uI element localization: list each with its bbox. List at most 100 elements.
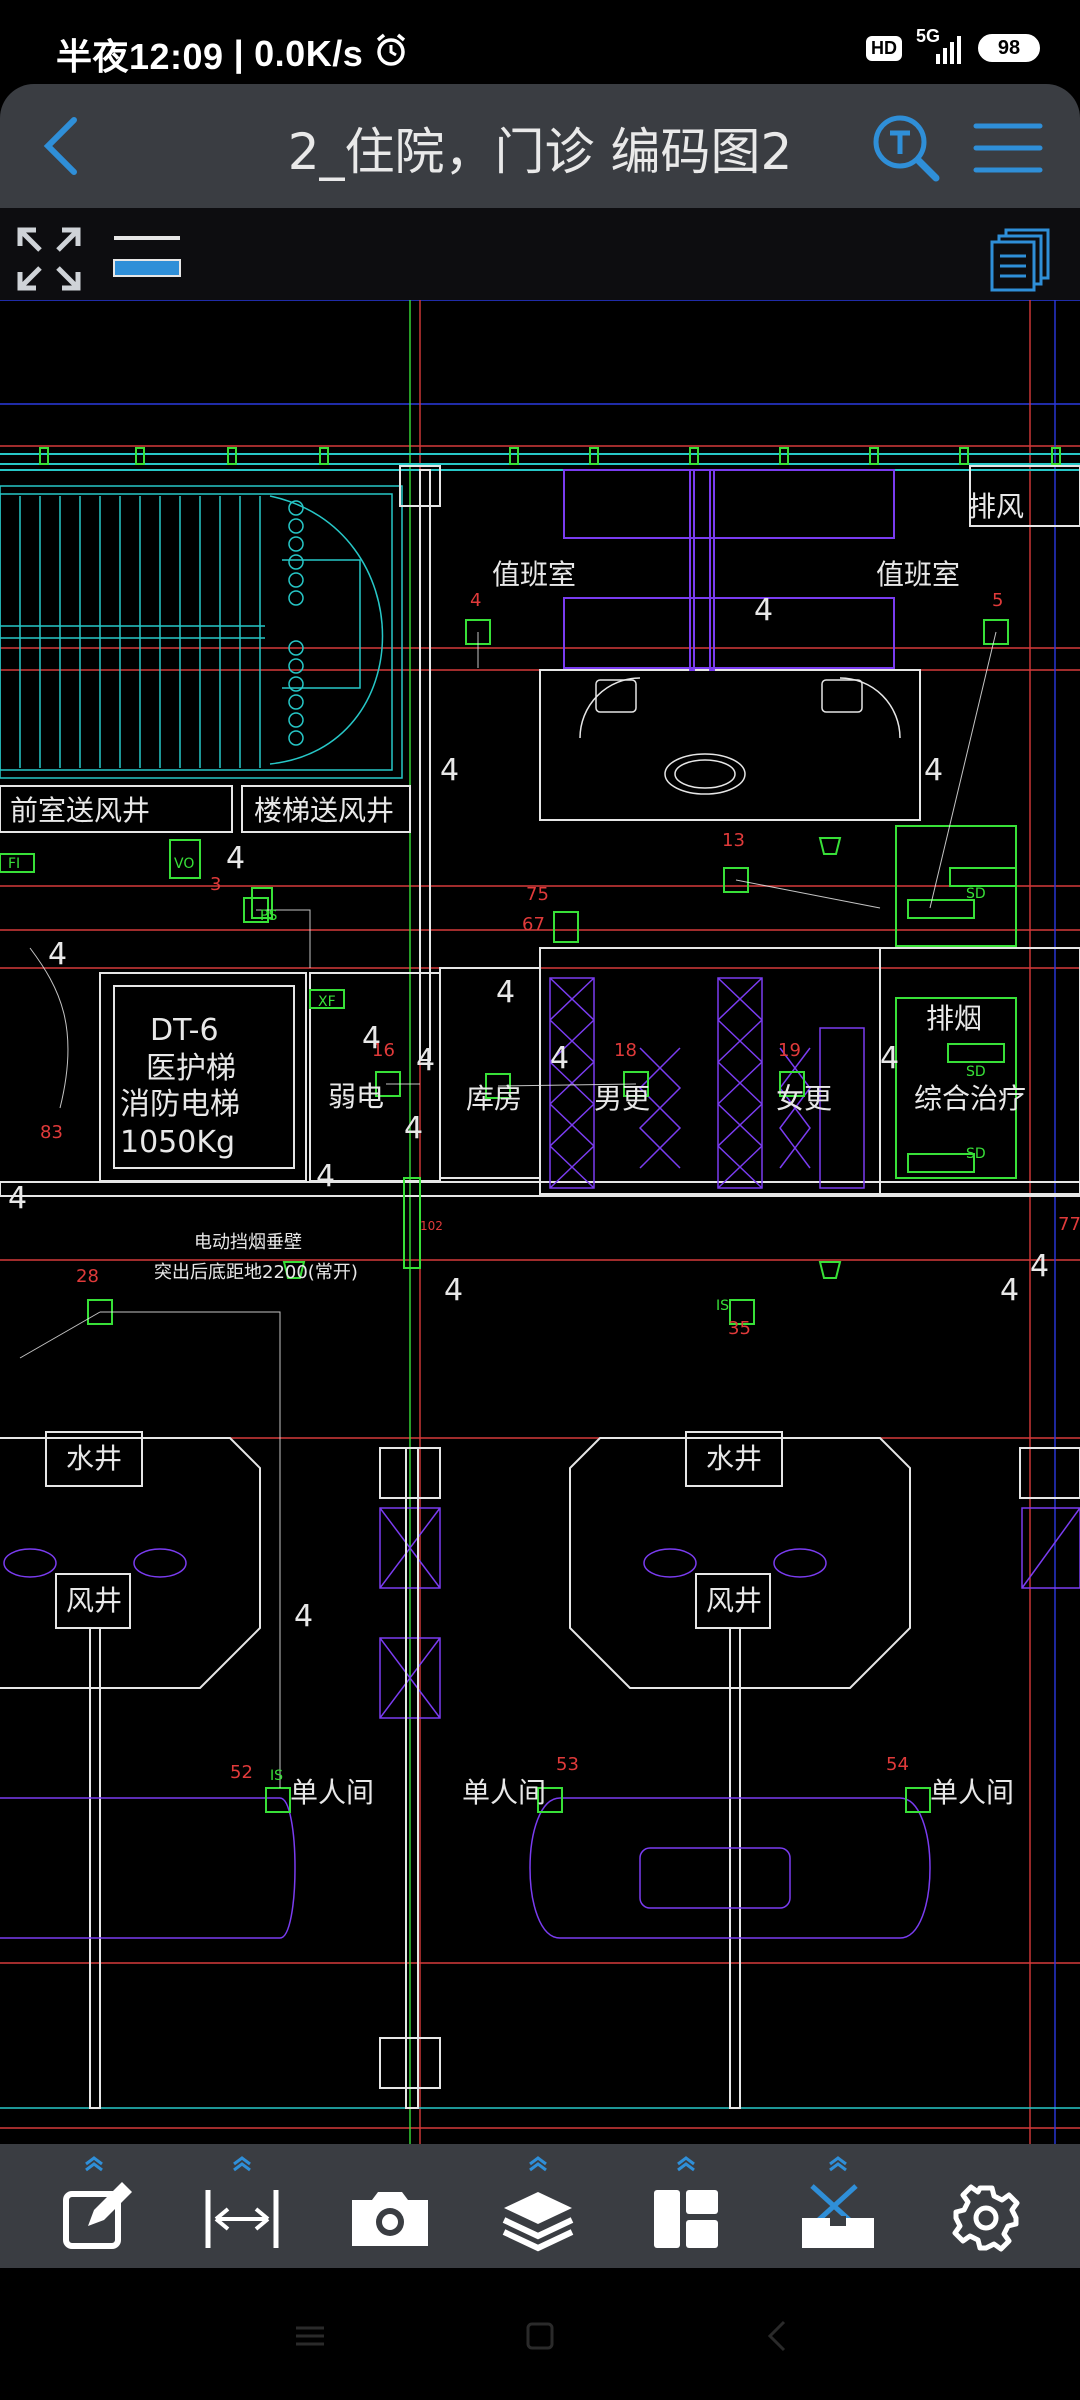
code-77: 77 (1058, 1214, 1080, 1235)
circuit-mark: 4 (1030, 1249, 1049, 1284)
label-sd-1: SD (966, 886, 986, 902)
sheets-icon (990, 228, 1050, 292)
label-single-room-3: 单人间 (930, 1776, 1014, 1809)
code-67: 67 (522, 914, 545, 935)
floor-plan-drawing: 值班室 值班室 排风 前室送风井 楼梯送风井 DT-6 医护梯 消防电梯 105… (0, 208, 1080, 2144)
view-tool-strip (0, 208, 1080, 300)
label-exhaust-top: 排风 (968, 490, 1024, 523)
code-4: 4 (470, 590, 481, 611)
label-male-change: 男更 (594, 1082, 650, 1115)
label-elevator-id: DT-6 (150, 1013, 219, 1048)
circuit-mark: 4 (362, 1021, 381, 1056)
label-elevator-medical: 医护梯 (146, 1051, 236, 1086)
code-18: 18 (614, 1040, 637, 1061)
layout-button[interactable] (638, 2156, 734, 2260)
code-52: 52 (230, 1762, 253, 1783)
system-navigation-bar (0, 2268, 1080, 2400)
text-search-button[interactable] (870, 112, 942, 184)
status-left: 半夜12:09 | 0.0K/s (56, 28, 409, 80)
measure-icon (205, 2156, 279, 2248)
circuit-mark: 4 (48, 937, 67, 972)
layers-button[interactable] (490, 2156, 586, 2260)
layout-icon (654, 2156, 718, 2248)
label-duty-room-right: 值班室 (876, 558, 960, 591)
circuit-mark: 4 (1000, 1273, 1019, 1308)
home-square-icon (526, 2322, 554, 2350)
label-ps: PS (260, 908, 277, 924)
code-5: 5 (992, 590, 1003, 611)
code-16: 16 (372, 1040, 395, 1061)
label-elevator-fire: 消防电梯 (120, 1087, 240, 1122)
system-back-button[interactable] (758, 2316, 798, 2356)
label-weak-current: 弱电 (328, 1080, 384, 1113)
alarm-icon (373, 32, 409, 77)
fit-screen-button[interactable] (16, 226, 82, 292)
label-single-room-1: 单人间 (290, 1776, 374, 1809)
hamburger-menu-icon (973, 123, 1043, 173)
label-note1: 电动挡烟垂壁 (194, 1232, 302, 1253)
label-water-shaft-left: 水井 (66, 1442, 122, 1475)
screenshot-button[interactable] (342, 2156, 438, 2260)
camera-icon (352, 2192, 428, 2246)
label-xf: XF (318, 994, 336, 1010)
drawing-title: 2_住院，门诊 编码图2 (287, 123, 793, 181)
network-type: 5G (916, 26, 941, 46)
circuit-mark: 4 (440, 753, 459, 788)
label-female-change: 女更 (776, 1082, 832, 1115)
layers-icon (502, 2156, 574, 2252)
code-54: 54 (886, 1754, 909, 1775)
toolbox-button[interactable] (790, 2156, 886, 2260)
circuit-mark: 4 (416, 1043, 435, 1078)
status-separator: | (233, 33, 245, 74)
settings-button[interactable] (938, 2156, 1034, 2260)
bottom-toolbar (0, 2144, 1080, 2268)
label-water-shaft-right: 水井 (706, 1442, 762, 1475)
status-time: 半夜12:09 (56, 36, 224, 77)
circuit-mark: 4 (754, 593, 773, 628)
measure-button[interactable] (194, 2156, 290, 2260)
line-weight-icon (113, 236, 181, 277)
toolbox-icon (802, 2156, 874, 2248)
network-speed: 0.0K/s (254, 33, 364, 74)
label-single-room-2: 单人间 (462, 1776, 546, 1809)
circuit-mark: 4 (496, 975, 515, 1010)
back-chevron-icon (767, 2320, 786, 2352)
back-button[interactable] (34, 114, 94, 178)
label-air-shaft-right: 风井 (706, 1584, 762, 1617)
menu-button[interactable] (972, 118, 1044, 178)
battery-indicator: 98 (978, 34, 1040, 62)
label-vo: VO (174, 856, 194, 872)
circuit-mark: 4 (316, 1159, 335, 1194)
label-elevator-load: 1050Kg (120, 1125, 235, 1160)
circuit-mark: 4 (226, 841, 245, 876)
circuit-mark: 4 (294, 1599, 313, 1634)
code-53: 53 (556, 1754, 579, 1775)
label-sd-2: SD (966, 1064, 986, 1080)
home-button[interactable] (520, 2316, 560, 2356)
label-is-1: IS (270, 1768, 283, 1784)
label-storage: 库房 (466, 1082, 522, 1115)
circuit-mark: 4 (880, 1041, 899, 1076)
menu-lines-icon (296, 2326, 324, 2346)
status-bar: 半夜12:09 | 0.0K/s HD 5G 98 (0, 0, 1080, 84)
hd-badge: HD (866, 35, 902, 61)
search-text-icon (873, 115, 940, 182)
label-note2: 突出后底距地2200(常开) (154, 1262, 358, 1283)
recent-apps-button[interactable] (290, 2316, 330, 2356)
status-right: HD 5G 98 (866, 26, 1040, 66)
layout-list-button[interactable] (988, 226, 1054, 292)
label-treatment: 综合治疗 (914, 1082, 1026, 1115)
app-bar: 2_住院，门诊 编码图2 (0, 84, 1080, 208)
edit-button[interactable] (46, 2156, 142, 2260)
label-is-2: IS (716, 1298, 729, 1314)
circuit-mark: 4 (444, 1273, 463, 1308)
cad-drawing-canvas[interactable]: 值班室 值班室 排风 前室送风井 楼梯送风井 DT-6 医护梯 消防电梯 105… (0, 208, 1080, 2144)
line-weight-toggle[interactable] (112, 232, 184, 284)
code-83: 83 (40, 1122, 63, 1143)
circuit-mark: 4 (404, 1111, 423, 1146)
code-13: 13 (722, 830, 745, 851)
circuit-mark: 4 (924, 753, 943, 788)
label-air-shaft-left: 风井 (66, 1584, 122, 1617)
code-75: 75 (526, 884, 549, 905)
expand-icon (17, 227, 81, 291)
